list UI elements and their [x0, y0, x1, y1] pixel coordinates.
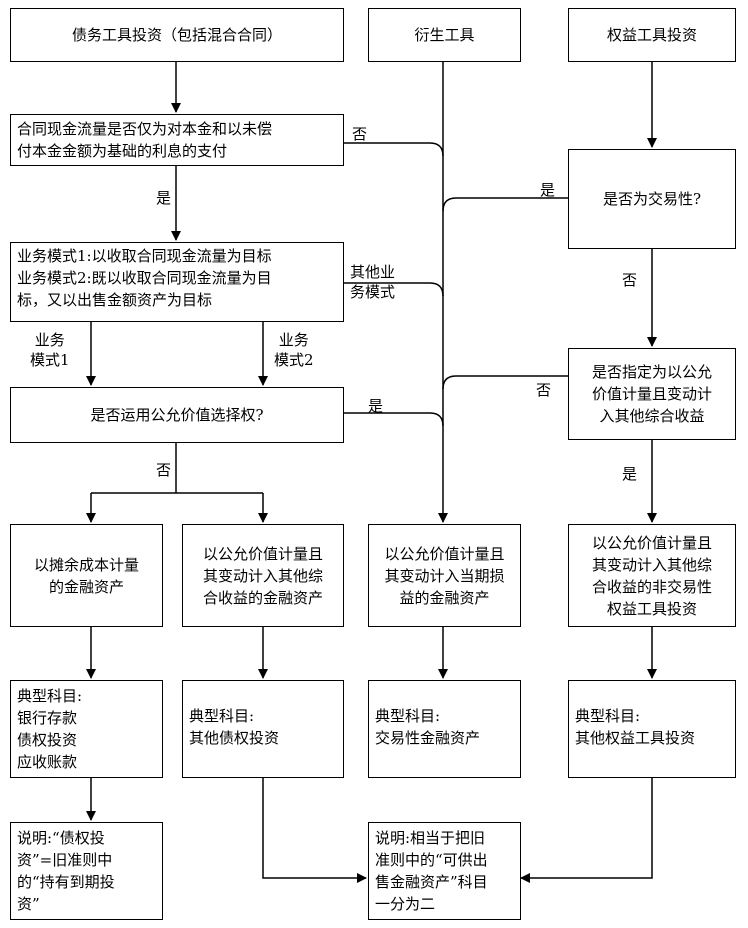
fvoci-equity-result-box: 以公允价值计量且 其变动计入其他综 合收益的非交易性 权益工具投资	[568, 524, 736, 627]
equity-instrument-box: 权益工具投资	[568, 8, 736, 62]
debt-instrument-box: 债务工具投资（包括混合合同）	[10, 8, 344, 62]
business-model-text: 业务模式1:以收取合同现金流量为目标 业务模式2:既以收取合同现金流量为目 标，…	[17, 247, 272, 309]
debt-instrument-title: 债务工具投资（包括混合合同）	[71, 26, 282, 44]
amortized-cost-result-text: 以摊余成本计量 的金融资产	[33, 555, 139, 596]
held-to-maturity-note-text: 说明:“债权投 资”=旧准则中 的“持有到期投 资”	[17, 829, 115, 913]
trading-question-text: 是否为交易性?	[602, 190, 702, 208]
label-model1: 业务 模式1	[30, 331, 70, 369]
fvoci-debt-accounts-text: 典型科目: 其他债权投资	[189, 707, 280, 747]
derivative-title: 衍生工具	[414, 26, 475, 44]
label-sppi-no: 否	[352, 125, 368, 143]
derivative-box: 衍生工具	[368, 8, 521, 62]
business-model-box: 业务模式1:以收取合同现金流量为目标 业务模式2:既以收取合同现金流量为目 标，…	[10, 242, 344, 322]
label-fvo-no: 否	[156, 461, 172, 479]
line-other-model	[344, 282, 444, 297]
fvoci-equity-accounts-text: 典型科目: 其他权益工具投资	[575, 707, 696, 747]
fv-option-question-text: 是否运用公允价值选择权?	[90, 406, 264, 424]
held-to-maturity-note-box: 说明:“债权投 资”=旧准则中 的“持有到期投 资”	[10, 822, 163, 920]
designate-oci-question-box: 是否指定为以公允 价值计量且变动计 入其他综合收益	[568, 348, 736, 440]
amortized-cost-result-box: 以摊余成本计量 的金融资产	[10, 524, 163, 627]
fvoci-debt-accounts-box: 典型科目: 其他债权投资	[182, 680, 344, 778]
fvtpl-accounts-text: 典型科目: 交易性金融资产	[375, 707, 481, 747]
fvoci-equity-result-text: 以公允价值计量且 其变动计入其他综 合收益的非交易性 权益工具投资	[591, 533, 712, 618]
line-sppi-no	[344, 142, 444, 157]
label-other-model: 其他业 务模式	[350, 263, 396, 301]
amortized-cost-accounts-box: 典型科目: 银行存款 债权投资 应收账款	[10, 680, 163, 778]
fvtpl-result-text: 以公允价值计量且 其变动计入当期损 益的金融资产	[384, 544, 505, 607]
label-model2: 业务 模式2	[274, 331, 314, 369]
fvoci-debt-result-text: 以公允价值计量且 其变动计入其他综 合收益的金融资产	[202, 544, 323, 607]
trading-question-box: 是否为交易性?	[568, 149, 736, 249]
arrow-fvoci-debt-note	[262, 778, 367, 883]
label-designate-yes: 是	[622, 465, 638, 483]
label-trading-no: 否	[622, 271, 638, 289]
sppi-question-text: 合同现金流量是否仅为对本金和以未偿 付本金金额为基础的利息的支付	[17, 120, 273, 160]
sppi-question-box: 合同现金流量是否仅为对本金和以未偿 付本金金额为基础的利息的支付	[10, 114, 344, 166]
designate-oci-question-text: 是否指定为以公允 价值计量且变动计 入其他综合收益	[591, 363, 712, 425]
fvoci-equity-accounts-box: 典型科目: 其他权益工具投资	[568, 680, 736, 778]
amortized-cost-accounts-text: 典型科目: 银行存款 债权投资 应收账款	[17, 687, 83, 771]
fvtpl-accounts-box: 典型科目: 交易性金融资产	[368, 680, 521, 778]
fvoci-debt-result-box: 以公允价值计量且 其变动计入其他综 合收益的金融资产	[182, 524, 344, 627]
line-fvo-yes	[344, 412, 444, 427]
line-designate-no	[442, 375, 568, 390]
label-sppi-yes: 是	[156, 189, 172, 207]
label-designate-no: 否	[536, 381, 552, 399]
fvtpl-result-box: 以公允价值计量且 其变动计入当期损 益的金融资产	[368, 524, 521, 627]
label-fvo-yes: 是	[368, 397, 384, 415]
label-trading-yes: 是	[540, 181, 556, 199]
line-trading-yes	[442, 197, 568, 212]
fv-option-question-box: 是否运用公允价值选择权?	[10, 387, 344, 443]
available-for-sale-note-text: 说明:相当于把旧 准则中的“可供出 售金融资产”科目 一分为二	[375, 829, 488, 913]
arrow-fvoci-equity-note	[520, 778, 653, 883]
available-for-sale-note-box: 说明:相当于把旧 准则中的“可供出 售金融资产”科目 一分为二	[368, 822, 521, 920]
equity-instrument-title: 权益工具投资	[606, 26, 697, 44]
